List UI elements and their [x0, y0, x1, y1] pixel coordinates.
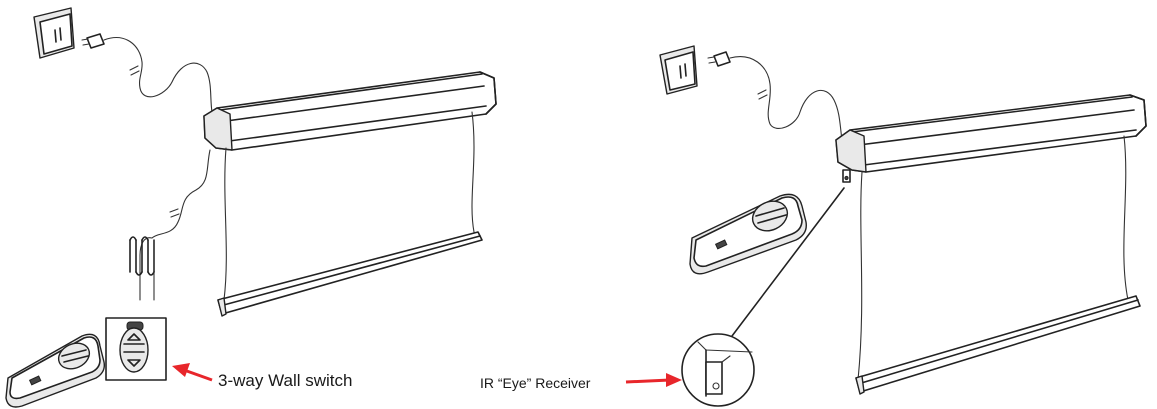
bottom-bar-left	[217, 231, 483, 317]
ir-zoom-circle	[681, 333, 755, 407]
switch-cable-left	[129, 149, 211, 301]
head-rail-left	[203, 71, 497, 151]
leader-line	[731, 187, 845, 337]
remote-left-icon	[5, 333, 106, 408]
ir-eye-icon	[842, 169, 851, 183]
power-adapter-right-icon	[659, 45, 698, 95]
power-cable-left	[81, 33, 213, 113]
head-rail-right	[835, 94, 1147, 173]
left-assembly	[5, 7, 497, 408]
wall-switch-icon	[105, 317, 167, 381]
power-adapter-left-icon	[33, 7, 75, 59]
fabric-left	[223, 111, 475, 301]
ir-receiver-label: IR “Eye” Receiver	[480, 375, 591, 391]
power-cable-right	[707, 51, 843, 141]
arrow-wall-switch	[172, 363, 213, 382]
fabric-right	[857, 135, 1129, 381]
remote-right-icon	[689, 193, 807, 275]
right-assembly	[659, 45, 1147, 407]
arrow-ir-receiver	[625, 373, 682, 387]
bottom-bar-right	[855, 295, 1141, 395]
wall-switch-label: 3-way Wall switch	[218, 371, 353, 390]
